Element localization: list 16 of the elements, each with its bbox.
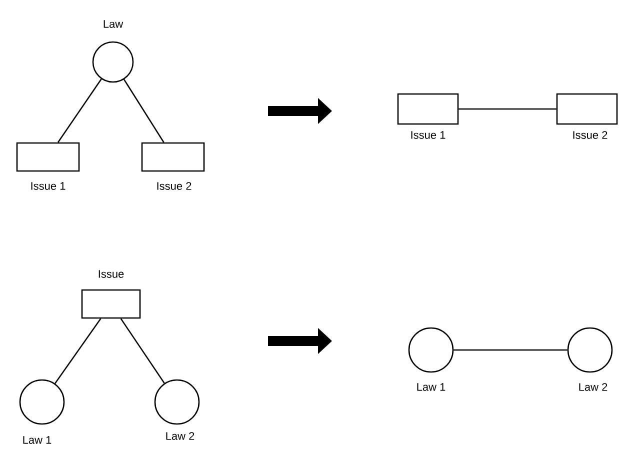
node-label: Law bbox=[104, 20, 124, 28]
node-label: Issue 2 bbox=[157, 182, 192, 190]
node-label: Law 2 bbox=[579, 383, 608, 391]
node-label: Issue 1 bbox=[411, 131, 446, 139]
connector-line bbox=[454, 349, 568, 351]
node-label: Law 1 bbox=[417, 383, 446, 391]
node-label: Law 2 bbox=[166, 432, 194, 440]
connector-line bbox=[57, 78, 102, 143]
connector-line bbox=[458, 108, 556, 110]
node-label: Issue 1 bbox=[31, 182, 66, 190]
connector-line bbox=[54, 318, 102, 384]
node-label: Issue bbox=[98, 270, 124, 278]
connector-line bbox=[123, 79, 164, 143]
node-label: Law 1 bbox=[23, 436, 52, 444]
node-label: Issue 2 bbox=[573, 131, 608, 139]
connector-line bbox=[120, 318, 165, 384]
